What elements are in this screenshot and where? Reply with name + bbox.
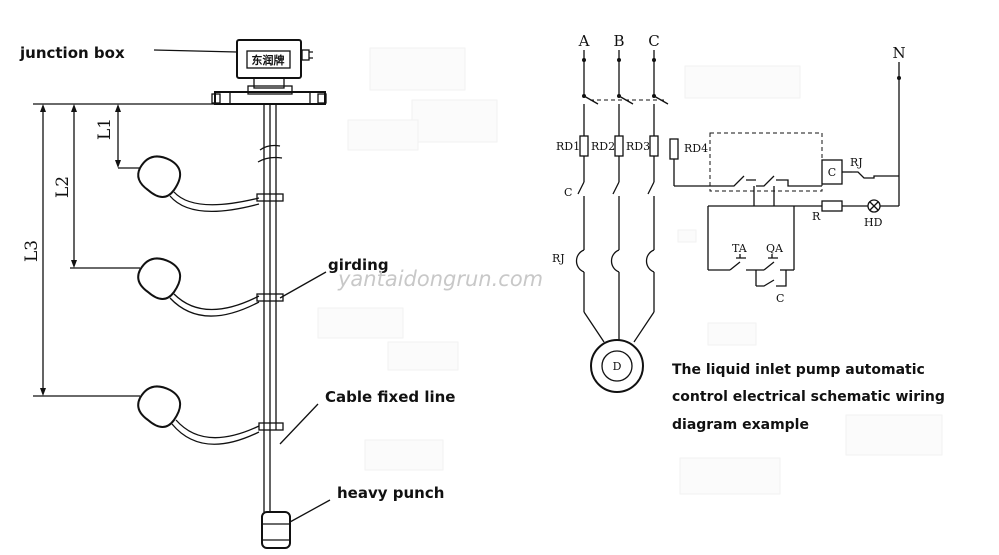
blank-box xyxy=(317,307,404,339)
button-qa-label: QA xyxy=(766,242,784,255)
neutral-label: N xyxy=(892,44,905,62)
girding-clamp xyxy=(258,422,284,431)
phase-a-label: A xyxy=(578,32,590,50)
blank-box xyxy=(684,65,801,99)
cable-bundle xyxy=(257,104,283,512)
box-brand-label: 东润牌 xyxy=(252,53,285,67)
leader-girding xyxy=(279,271,327,299)
thermal-relay-label: RJ xyxy=(552,252,565,265)
lamp-label: HD xyxy=(864,216,883,229)
blank-box xyxy=(387,341,459,371)
phase-b-label: B xyxy=(613,32,624,50)
blank-box xyxy=(845,414,943,456)
rd3-label: RD3 xyxy=(626,140,650,153)
contactor-aux-label: C xyxy=(776,292,784,305)
rd2-label: RD2 xyxy=(591,140,615,153)
fuse-rd4 xyxy=(669,138,679,160)
caption-line-2: control electrical schematic wiring xyxy=(672,389,945,405)
float-ball-2 xyxy=(137,257,260,317)
fuse-rd3 xyxy=(649,135,659,157)
dimension-lines xyxy=(33,103,215,397)
leader-heavy-punch xyxy=(289,499,331,523)
resistor-label: R xyxy=(812,210,821,223)
phase-c-label: C xyxy=(648,32,659,50)
blank-box xyxy=(369,47,466,91)
control-circuit xyxy=(673,62,901,287)
rd1-label: RD1 xyxy=(556,140,580,153)
watermark-text: yantaidongrun.com xyxy=(337,267,543,291)
caption-line-1: The liquid inlet pump automatic xyxy=(672,362,925,378)
mounting-flange xyxy=(211,85,327,105)
motor xyxy=(590,339,644,393)
float-ball-1 xyxy=(137,155,260,213)
blank-box xyxy=(347,119,419,151)
l2-label: L2 xyxy=(53,176,73,198)
leader-cable-fixed-line xyxy=(279,403,319,445)
l1-label: L1 xyxy=(95,118,115,140)
fuse-rd2 xyxy=(614,135,624,157)
caption-line-3: diagram example xyxy=(672,417,809,433)
button-ta-label: TA xyxy=(732,242,748,255)
girding-label: girding xyxy=(328,256,389,274)
phase-lines xyxy=(582,50,669,136)
leader-junction-box xyxy=(153,49,238,53)
blank-box xyxy=(679,457,781,495)
heavy-punch-label: heavy punch xyxy=(337,484,444,502)
rd4-label: RD4 xyxy=(684,142,708,155)
cable-fixed-line-label: Cable fixed line xyxy=(325,388,455,406)
l3-label: L3 xyxy=(22,240,42,262)
blank-box xyxy=(707,322,757,346)
main-contactor-contacts xyxy=(575,156,655,343)
fuse-rd1 xyxy=(579,135,589,157)
junction-box-label: junction box xyxy=(19,44,125,62)
contactor-main-label: C xyxy=(564,186,572,199)
thermal-relay-contact-label: RJ xyxy=(850,156,863,169)
girding-clamp xyxy=(256,193,284,202)
heavy-punch-weight xyxy=(261,511,291,549)
float-ball-3 xyxy=(137,385,260,445)
blank-box xyxy=(411,99,498,143)
contactor-coil-label: C xyxy=(828,166,836,179)
blank-box xyxy=(677,229,697,243)
blank-box xyxy=(364,439,444,471)
junction-box xyxy=(236,39,313,89)
motor-label: D xyxy=(613,360,622,373)
